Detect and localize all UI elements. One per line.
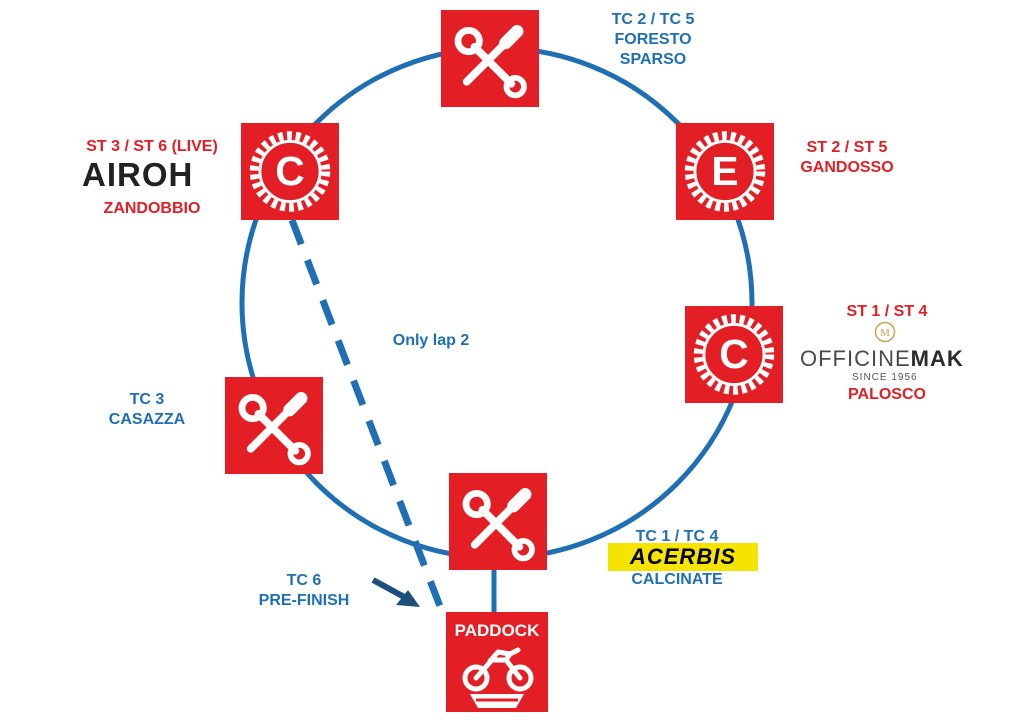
airoh-logo: AIROH xyxy=(82,156,194,193)
st2-letter: E xyxy=(711,148,738,194)
officinemak-name-a: OFFICINE xyxy=(800,346,911,371)
tc1-tc4-tools-box xyxy=(449,473,547,570)
tc2-tc5-place-a: FORESTO xyxy=(614,31,692,48)
st2-st5-box: E xyxy=(676,123,774,220)
gear-letter-icon: C xyxy=(693,314,775,395)
arrow-icon xyxy=(371,577,420,607)
st2-st5-label: ST 2 / ST 5 GANDOSSO xyxy=(780,138,914,178)
tc2-tc5-title: TC 2 / TC 5 xyxy=(611,11,695,28)
tc2-tc5-place-b: SPARSO xyxy=(619,51,687,68)
paddock-box: PADDOCK xyxy=(446,612,548,712)
tc1-tc4-title: TC 1 / TC 4 xyxy=(635,528,719,545)
tc2-tc5-tools-box xyxy=(441,10,539,107)
acerbis-logo-text: ACERBIS xyxy=(629,544,736,569)
st3-st6-title: ST 3 / ST 6 (LIVE) xyxy=(86,138,218,155)
st1-st4-title: ST 1 / ST 4 xyxy=(846,303,928,320)
tc6-label: TC 6 PRE-FINISH xyxy=(244,571,364,611)
acerbis-logo: ACERBIS xyxy=(608,543,758,571)
tc6-place: PRE-FINISH xyxy=(258,592,350,609)
motorcycle-icon: PADDOCK xyxy=(455,621,540,708)
lap2-shortcut-line xyxy=(288,218,445,611)
st3-letter: C xyxy=(275,148,304,194)
st1-st4-box: C xyxy=(685,306,783,403)
tools-icon xyxy=(238,392,311,466)
st1-st4-place: PALOSCO xyxy=(848,386,926,403)
only-lap-label: Only lap 2 xyxy=(392,332,470,349)
st2-st5-place: GANDOSSO xyxy=(800,159,894,176)
gear-letter-icon: E xyxy=(684,131,766,212)
tc2-tc5-label: TC 2 / TC 5 FORESTO SPARSO xyxy=(582,10,724,70)
tc3-place: CASAZZA xyxy=(108,411,186,428)
tc3-title: TC 3 xyxy=(129,391,165,408)
tc1-tc4-place: CALCINATE xyxy=(631,571,723,588)
tools-icon xyxy=(454,25,527,99)
st1-letter: C xyxy=(719,331,748,377)
officinemak-name-b: MAK xyxy=(910,346,964,371)
st3-st6-place: ZANDOBBIO xyxy=(103,200,201,217)
st2-st5-title: ST 2 / ST 5 xyxy=(806,139,888,156)
tools-icon xyxy=(462,488,535,562)
officinemak-since: SINCE 1956 xyxy=(852,372,918,383)
tc3-tools-box xyxy=(225,377,323,474)
officinemak-monogram: M xyxy=(880,327,890,339)
officinemak-monogram-icon: M xyxy=(874,321,896,343)
officinemak-logo: OFFICINEMAK xyxy=(800,346,964,372)
gear-letter-icon: C xyxy=(249,131,331,212)
st3-st6-box: C xyxy=(241,123,339,220)
tc3-label: TC 3 CASAZZA xyxy=(90,390,204,430)
paddock-label: PADDOCK xyxy=(455,621,540,640)
tc6-title: TC 6 xyxy=(286,572,322,589)
